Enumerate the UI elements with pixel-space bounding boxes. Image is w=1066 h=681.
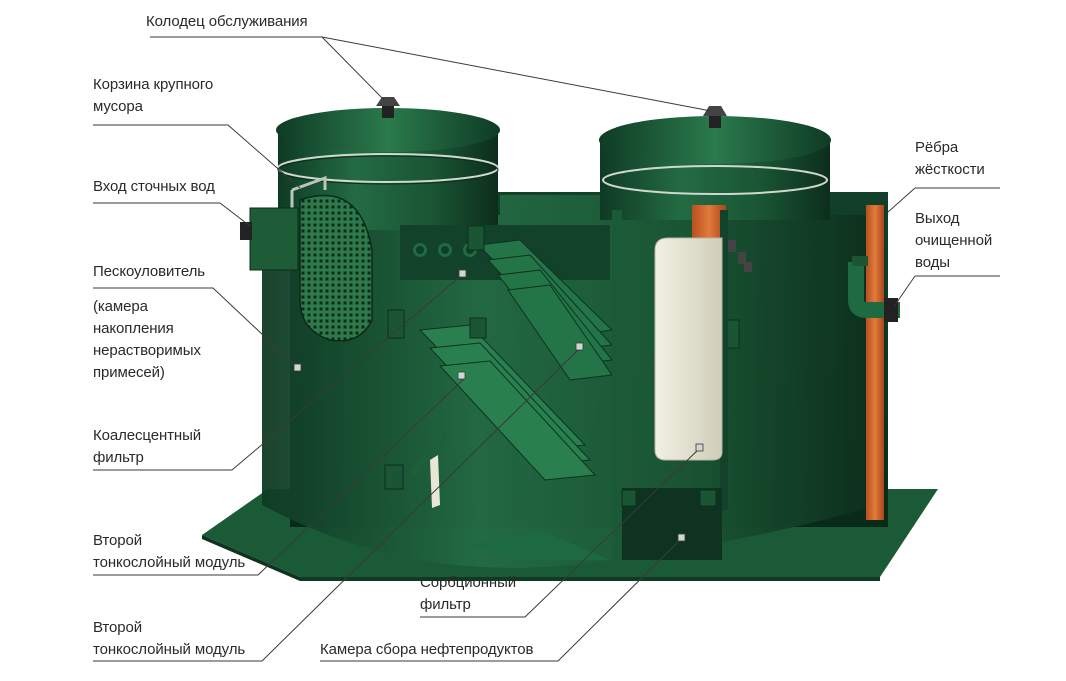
right-service-well [599, 106, 831, 239]
label-clean-water-outlet: Выход очищенной воды [915, 210, 993, 271]
sorption-filter [612, 210, 752, 560]
label-debris-basket: Корзина крупного мусора [93, 76, 214, 115]
label-sand-trap-note: (камера накопления нерастворимых примесе… [93, 298, 201, 381]
stiffening-rib [866, 205, 884, 520]
label-wastewater-inlet: Вход сточных вод [93, 178, 215, 195]
label-second-module-a: Второй тонкослойный модуль [93, 532, 246, 571]
oil-collection-chamber [470, 488, 722, 560]
label-coalescent-filter: Коалесцентный фильтр [93, 427, 202, 466]
left-service-well [276, 97, 500, 230]
outlet-pipe [848, 256, 900, 322]
callout-markers [293, 269, 704, 542]
label-second-module-b: Второй тонкослойный модуль [93, 619, 246, 658]
label-sand-trap: Пескоуловитель [93, 263, 206, 280]
thin-layer-modules [384, 225, 740, 508]
label-stiffening-ribs: Рёбра жёсткости [915, 139, 985, 178]
label-oil-chamber: Камера сбора нефтепродуктов [320, 641, 534, 658]
label-sorption-filter: Сорбционный фильтр [420, 574, 517, 613]
label-service-well: Колодец обслуживания [146, 13, 308, 30]
inlet-box [240, 207, 299, 271]
leader-lines [93, 36, 1000, 662]
